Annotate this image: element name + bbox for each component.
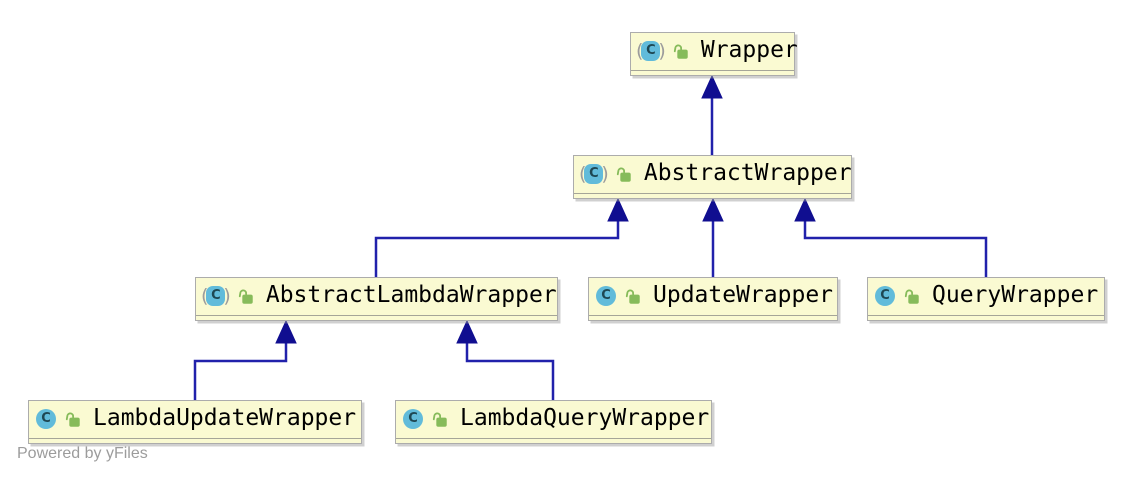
class-icon: C (596, 286, 616, 306)
class-node-lambdaupdatewrapper[interactable]: C LambdaUpdateWrapper (28, 400, 362, 444)
public-open-lock-icon (431, 411, 448, 428)
class-icon: C (641, 41, 661, 61)
class-icon: C (584, 164, 604, 184)
edge-updatewrapper-extends-abstractwrapper[interactable] (702, 197, 724, 277)
class-node-lambdaquerywrapper[interactable]: C LambdaQueryWrapper (395, 400, 712, 444)
public-open-lock-icon (624, 288, 641, 305)
class-icon-cluster: C (403, 409, 423, 429)
class-icon: C (875, 286, 895, 306)
class-icon-cluster: C (36, 409, 56, 429)
class-icon: C (36, 409, 56, 429)
abstract-class-icon: ( C ) (636, 39, 666, 62)
class-name: LambdaUpdateWrapper (93, 405, 357, 431)
abstract-class-icon: ( C ) (579, 162, 609, 185)
public-open-lock-icon (237, 288, 254, 305)
abstract-paren-open: ( (636, 39, 644, 62)
abstract-paren-close: ) (658, 39, 666, 62)
edge-lambdaquerywrapper-extends-abstractlambdawrapper[interactable] (456, 319, 555, 400)
abstract-paren-close: ) (601, 162, 609, 185)
class-icon: C (403, 409, 423, 429)
class-node-updatewrapper[interactable]: C UpdateWrapper (588, 277, 838, 321)
edge-abstractlambdawrapper-extends-abstractwrapper[interactable] (374, 197, 629, 277)
class-name: AbstractWrapper (643, 160, 852, 186)
class-name: QueryWrapper (932, 282, 1099, 308)
class-icon-cluster: C (596, 286, 616, 306)
class-node-abstractlambdawrapper[interactable]: ( C ) AbstractLambdaWrapper (195, 277, 558, 321)
public-open-lock-icon (64, 411, 81, 428)
class-icon-cluster: C (875, 286, 895, 306)
yfiles-watermark: Powered by yFiles (17, 445, 148, 462)
public-open-lock-icon (672, 43, 689, 60)
class-node-wrapper[interactable]: ( C ) Wrapper (630, 32, 798, 76)
class-icon: C (206, 286, 226, 306)
class-node-abstractwrapper[interactable]: ( C ) AbstractWrapper (573, 155, 852, 199)
public-open-lock-icon (903, 288, 920, 305)
public-open-lock-icon (615, 166, 632, 183)
class-name: Wrapper (700, 37, 798, 63)
class-name: LambdaQueryWrapper (460, 405, 710, 431)
abstract-paren-close: ) (223, 284, 231, 307)
abstract-class-icon: ( C ) (201, 284, 231, 307)
abstract-paren-open: ( (579, 162, 587, 185)
edge-querywrapper-extends-abstractwrapper[interactable] (794, 197, 988, 277)
class-name: AbstractLambdaWrapper (265, 282, 557, 308)
edge-abstractwrapper-extends-wrapper[interactable] (701, 74, 723, 155)
abstract-paren-open: ( (201, 284, 209, 307)
edge-lambdaupdatewrapper-extends-abstractlambdawrapper[interactable] (193, 319, 297, 400)
class-node-querywrapper[interactable]: C QueryWrapper (867, 277, 1105, 321)
class-name: UpdateWrapper (653, 282, 834, 308)
